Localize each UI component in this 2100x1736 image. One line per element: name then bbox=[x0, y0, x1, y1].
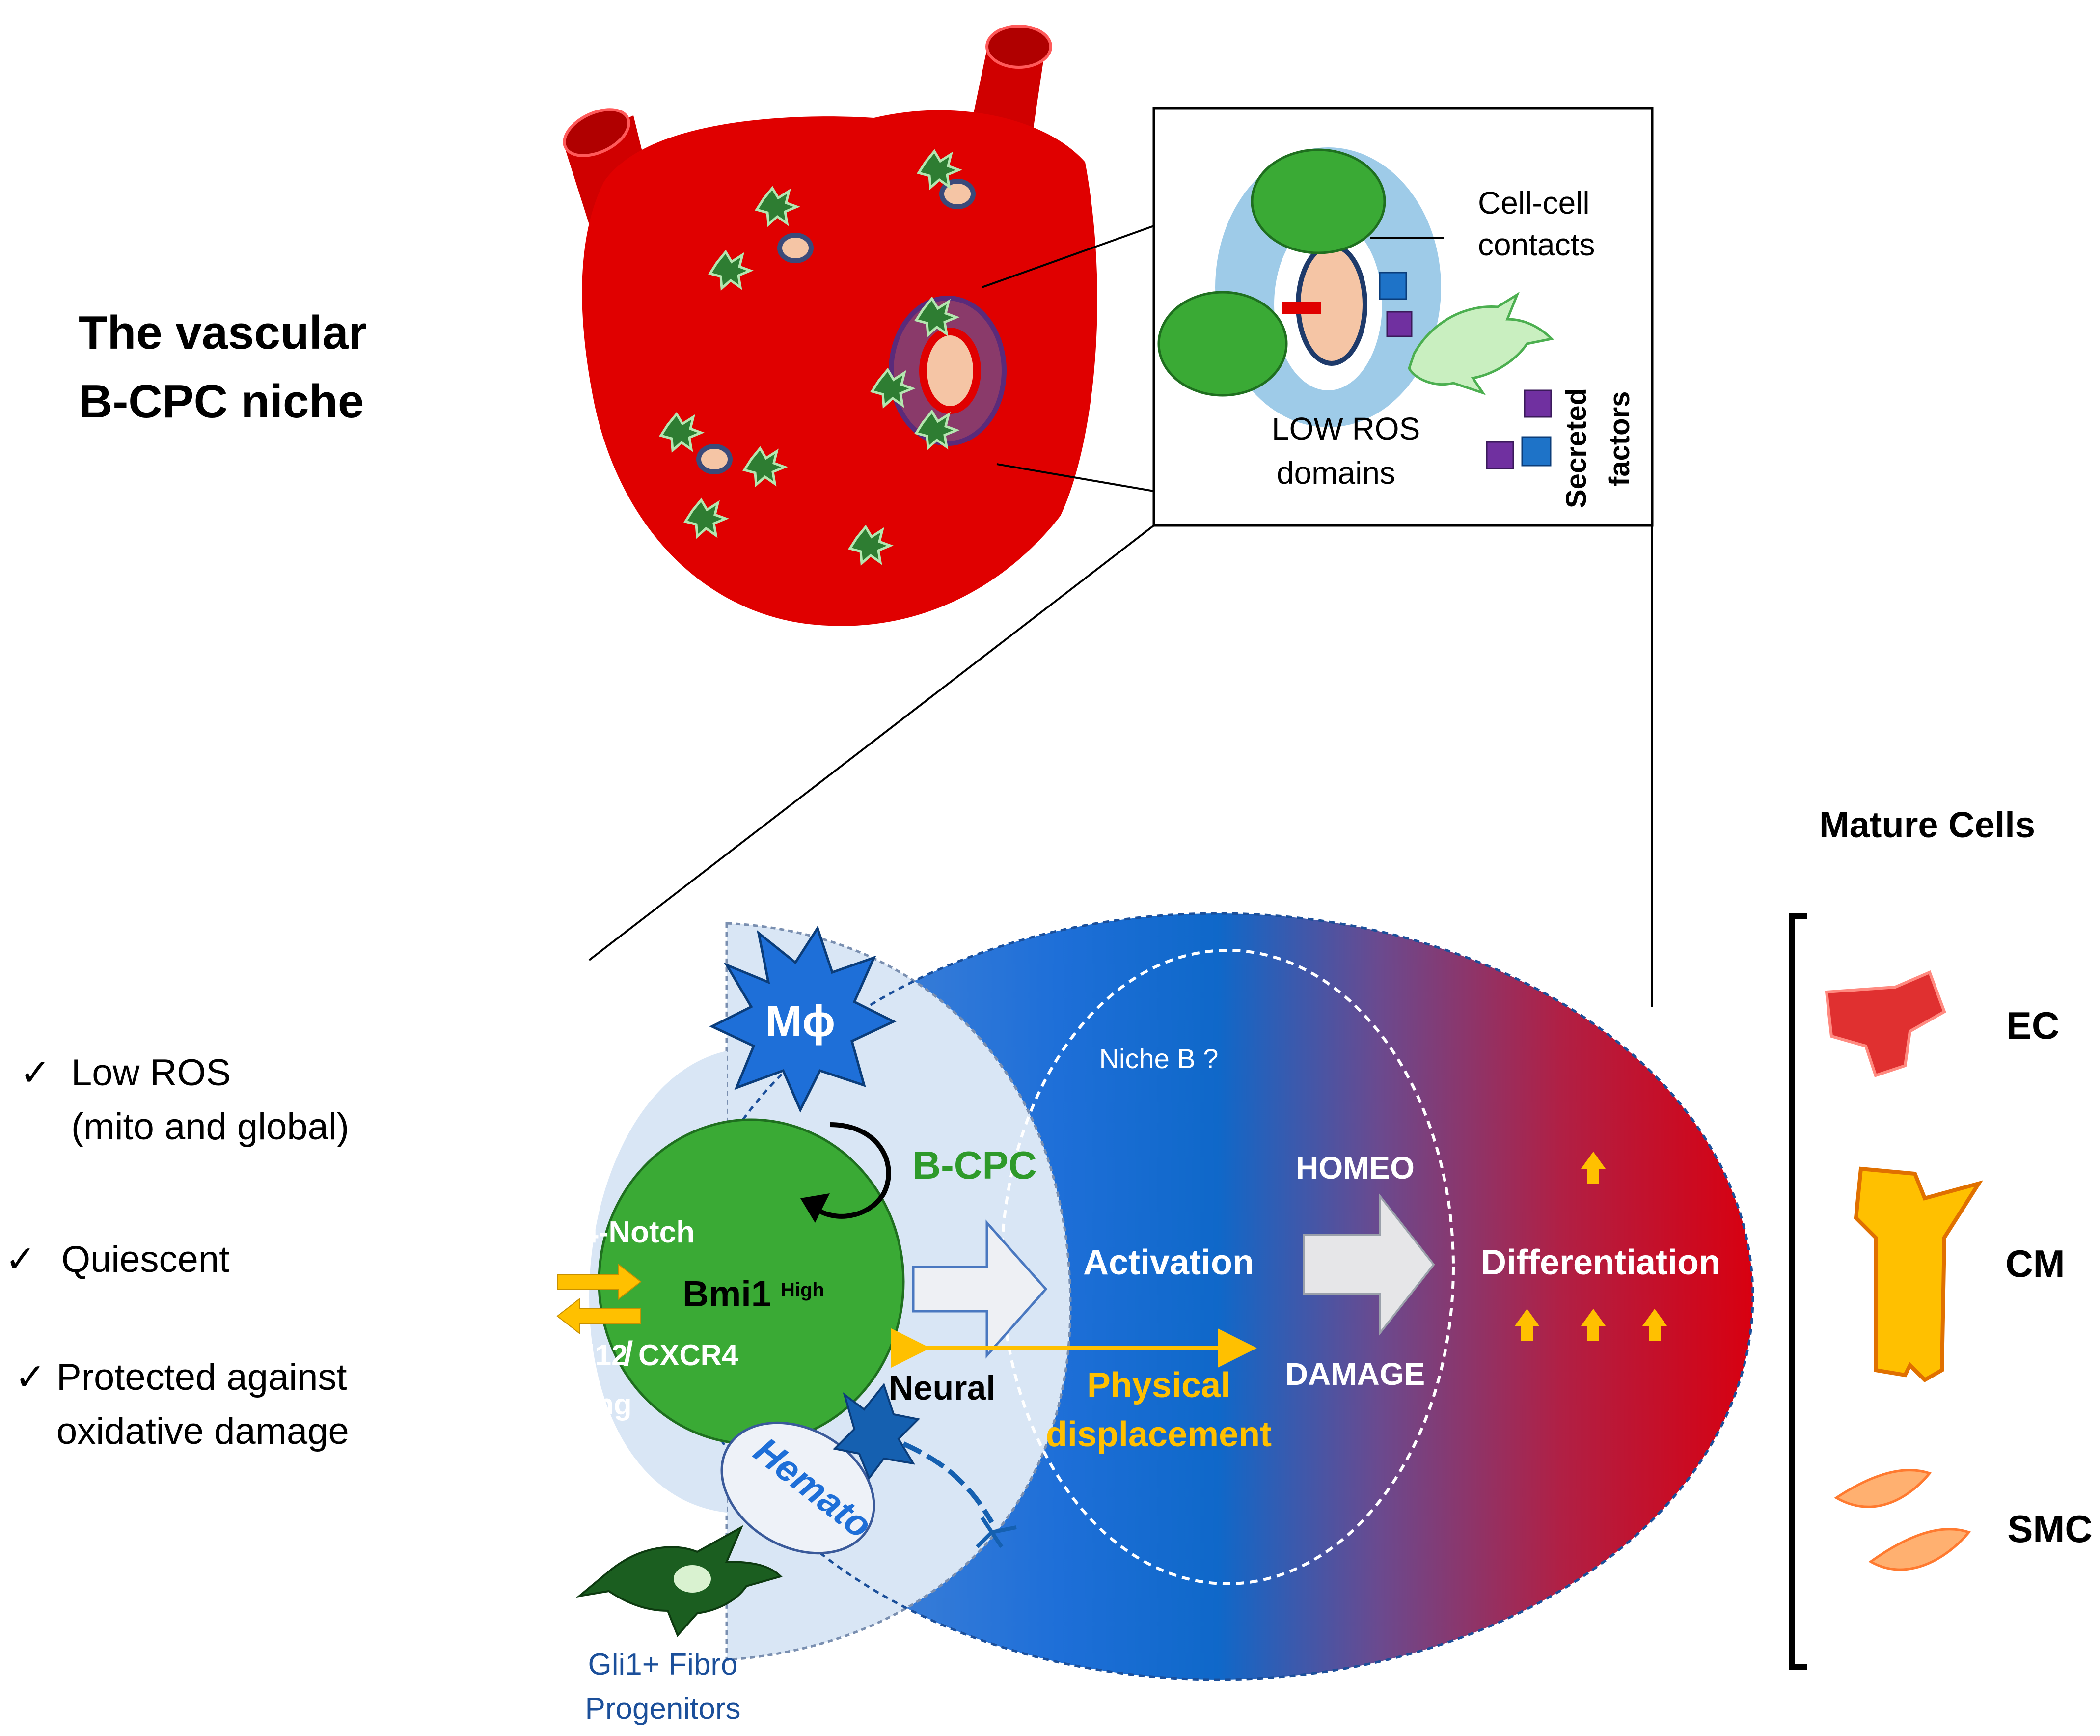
neural-axon bbox=[902, 1441, 994, 1524]
ec-label: EC bbox=[576, 1052, 631, 1096]
ang-label: Ang bbox=[574, 1388, 632, 1421]
signal-arrow-right bbox=[557, 1263, 642, 1300]
heart bbox=[563, 25, 1097, 626]
up-arrow-icon bbox=[1642, 1309, 1667, 1341]
heart-green-cell bbox=[914, 409, 960, 451]
mature-cm-label: CM bbox=[2005, 1242, 2065, 1285]
inset-secreted-label: factors bbox=[1604, 391, 1636, 486]
up-arrow-icon bbox=[1581, 1152, 1606, 1184]
neural-label: Neural bbox=[889, 1369, 996, 1407]
mature-smc-label: SMC bbox=[2007, 1507, 2092, 1550]
property-text: Quiescent bbox=[61, 1239, 229, 1280]
property-check: ✓ bbox=[5, 1239, 36, 1280]
mature-smc-cell bbox=[1834, 1469, 1932, 1508]
heart-vessel-right-opening bbox=[985, 25, 1052, 69]
heart-green-cell bbox=[708, 249, 754, 291]
inset-secreted-blue bbox=[1521, 436, 1552, 467]
macrophage-cell bbox=[709, 925, 897, 1113]
heart-small-vessel bbox=[777, 233, 814, 263]
bmi1-label: Bmi1 bbox=[682, 1273, 771, 1314]
increase-arrows bbox=[1515, 1152, 1667, 1341]
activation-label: Activation bbox=[1083, 1243, 1254, 1282]
cxcr4-label: CXCR4 bbox=[638, 1339, 738, 1372]
heart-green-cell bbox=[848, 524, 894, 566]
inset-contacts-label: contacts bbox=[1478, 227, 1595, 262]
niche-properties: ✓ Low ROS (mito and global) ✓ Quiescent … bbox=[5, 1052, 349, 1452]
self-renewal-arrow bbox=[814, 1122, 891, 1219]
niche-inset: Cell-cell contacts LOW ROS domains Secre… bbox=[1152, 107, 1654, 527]
gli1-label: Progenitors bbox=[585, 1692, 740, 1726]
property-check: ✓ bbox=[15, 1356, 46, 1398]
heart-green-cell bbox=[683, 497, 729, 539]
inset-low-ros-label: LOW ROS bbox=[1272, 411, 1420, 446]
heart-green-cell bbox=[914, 296, 960, 338]
heart-vessel-left-opening bbox=[563, 108, 630, 157]
heart-green-cell bbox=[755, 186, 800, 227]
heart-green-cell bbox=[870, 367, 916, 409]
heart-body bbox=[582, 110, 1097, 626]
heart-green-cell bbox=[917, 149, 962, 191]
cxcl12-slash: / bbox=[624, 1334, 633, 1373]
macrophage-label: Mϕ bbox=[765, 997, 835, 1046]
mature-cm-cell bbox=[1854, 1166, 1983, 1382]
mature-bracket bbox=[1789, 913, 1807, 1670]
heart-small-vessel bbox=[696, 444, 733, 474]
damage-label: DAMAGE bbox=[1285, 1356, 1425, 1392]
inset-secreted-label: Secreted bbox=[1560, 388, 1592, 508]
inset-low-ros-label: domains bbox=[1277, 455, 1395, 491]
cxcl12-label: Cxcl12 bbox=[533, 1339, 627, 1372]
neural-terminal bbox=[976, 1516, 1017, 1548]
bmi1-superscript: High bbox=[781, 1279, 824, 1301]
dll4-label: Dll4-Notch bbox=[543, 1215, 695, 1249]
property-text: Protected against bbox=[56, 1356, 347, 1398]
property-text: (mito and global) bbox=[71, 1106, 349, 1148]
displacement-label: displacement bbox=[1046, 1415, 1272, 1454]
homeo-label: HOMEO bbox=[1296, 1150, 1415, 1185]
up-arrow-icon bbox=[1515, 1309, 1539, 1341]
inset-bcpc-cell-top bbox=[1251, 148, 1386, 254]
inset-contacts-label: Cell-cell bbox=[1478, 185, 1590, 220]
self-renewal-arrowhead bbox=[800, 1193, 830, 1223]
macrophage: Mϕ bbox=[709, 925, 897, 1113]
inset-bcpc-cell-left bbox=[1157, 291, 1288, 397]
hemato-cell bbox=[720, 1421, 875, 1555]
heart-niche-vessel bbox=[919, 328, 981, 414]
signal-arrow-left bbox=[556, 1297, 641, 1335]
activation-arrow bbox=[912, 1219, 1048, 1359]
inset-secreted-purple bbox=[1524, 389, 1552, 418]
up-arrow-icon bbox=[1581, 1309, 1606, 1341]
property-check: ✓ bbox=[20, 1052, 51, 1094]
neural-cell bbox=[832, 1382, 1017, 1548]
mature-title: Mature Cells bbox=[1819, 804, 2035, 845]
differentiation-arrow bbox=[1303, 1193, 1435, 1336]
diagram-title: The vascular bbox=[79, 306, 367, 359]
mature-cells: Mature Cells EC CM SMC bbox=[1789, 804, 2093, 1670]
niche-b-label: Niche B ? bbox=[1099, 1043, 1219, 1074]
heart-green-cell bbox=[659, 412, 705, 453]
inset-secreted-purple bbox=[1386, 311, 1413, 337]
displacement-label: Physical bbox=[1087, 1366, 1230, 1405]
neural-cell-body bbox=[832, 1382, 921, 1481]
property-text: Low ROS bbox=[71, 1052, 231, 1094]
bcpc-label: B-CPC bbox=[912, 1143, 1036, 1187]
heart-green-cell bbox=[742, 446, 788, 488]
inset-secreted-blue bbox=[1379, 272, 1407, 300]
zoom-connector-lines bbox=[588, 225, 1653, 1007]
inset-fibroblast bbox=[1408, 291, 1555, 395]
differentiation-label: Differentiation bbox=[1481, 1243, 1720, 1282]
property-text: oxidative damage bbox=[56, 1410, 349, 1452]
gli1-nucleus bbox=[674, 1565, 711, 1593]
diagram-title: B-CPC niche bbox=[79, 375, 364, 428]
inset-secreted-purple bbox=[1486, 441, 1514, 469]
gli1-label: Gli1+ Fibro bbox=[588, 1648, 738, 1681]
mature-ec-label: EC bbox=[2006, 1004, 2059, 1047]
mature-smc-cell bbox=[1868, 1528, 1971, 1571]
inset-contact-bar bbox=[1282, 302, 1321, 314]
mature-ec-cell bbox=[1825, 970, 1946, 1077]
